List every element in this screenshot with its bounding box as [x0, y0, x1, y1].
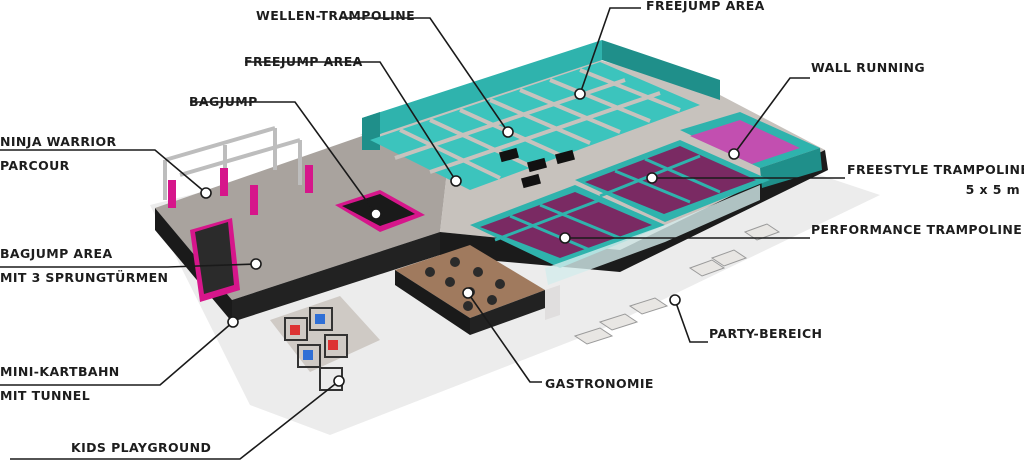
label-wellen-trampoline: WELLEN-TRAMPOLINE — [256, 8, 416, 23]
performance-trampoline — [470, 185, 760, 285]
bagjump-tower-area — [190, 218, 240, 302]
label-freestyle-size: 5 x 5 m — [965, 182, 1020, 197]
label-freejump-area: FREEJUMP AREA — [244, 54, 363, 69]
label-performance-trampoline: PERFORMANCE TRAMPOLINE — [811, 222, 1023, 237]
label-parcour: PARCOUR — [0, 158, 70, 173]
label-bagjump-area: BAGJUMP AREA — [0, 246, 113, 261]
ninja-warrior-truss — [163, 126, 302, 200]
label-freejump-area-top: FREEJUMP AREA — [646, 0, 765, 13]
label-ninja-warrior: NINJA WARRIOR — [0, 134, 117, 149]
ninja-warrior-pillars — [168, 165, 313, 215]
label-bagjump: BAGJUMP — [189, 94, 258, 109]
label-sprungtuerme: MIT 3 SPRUNGTÜRMEN — [0, 270, 169, 285]
label-kids-playground: KIDS PLAYGROUND — [71, 440, 212, 455]
label-party-bereich: PARTY-BEREICH — [709, 326, 823, 341]
marker-dots — [200, 88, 740, 387]
label-tunnel: MIT TUNNEL — [0, 388, 91, 403]
label-wall-running: WALL RUNNING — [811, 60, 926, 75]
leader-lines — [0, 7, 845, 460]
label-freestyle-trampoline: FREESTYLE TRAMPOLINE — [847, 162, 1024, 177]
kids-playground — [270, 296, 380, 391]
party-benches — [573, 223, 781, 345]
freestyle-trampoline — [575, 140, 770, 222]
label-mini-kartbahn: MINI-KARTBAHN — [0, 364, 120, 379]
label-gastronomie: GASTRONOMIE — [545, 376, 654, 391]
